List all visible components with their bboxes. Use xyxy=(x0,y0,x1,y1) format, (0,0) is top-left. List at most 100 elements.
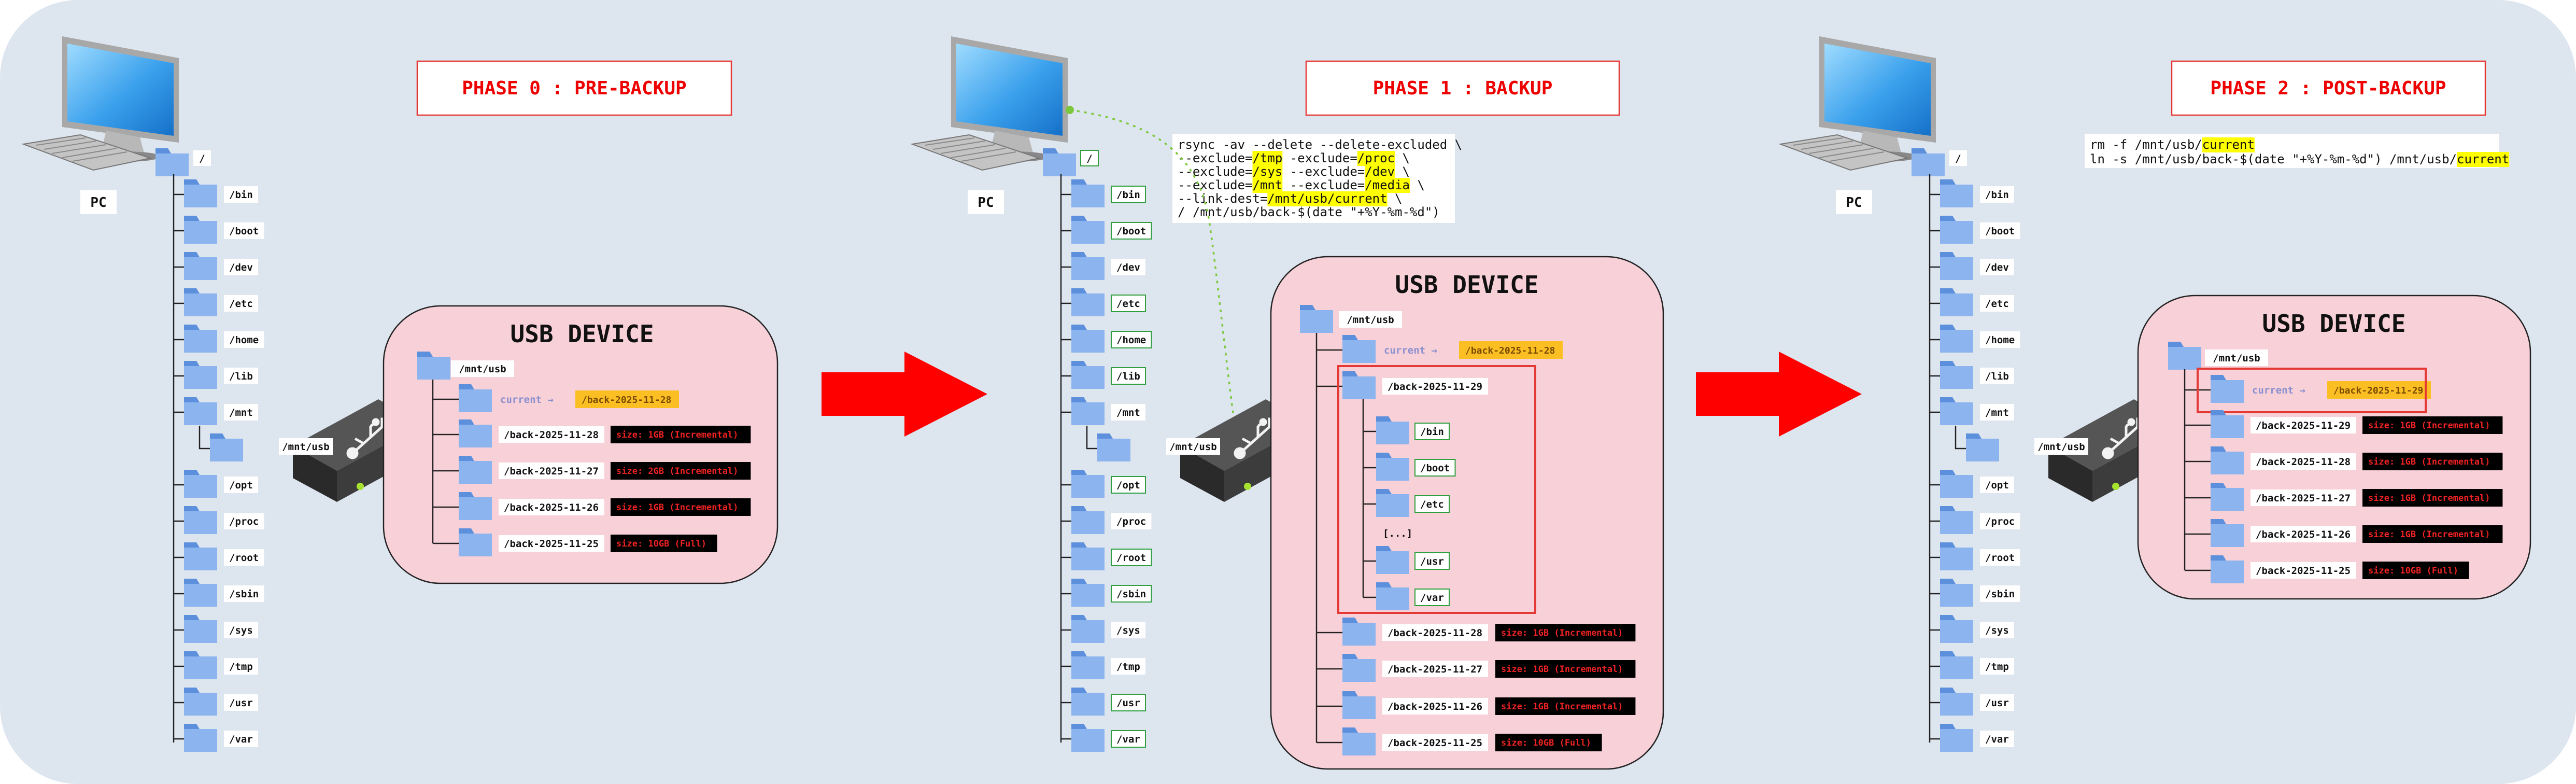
phase-2: PHASE 2 : POST-BACKUP rm -f /mnt/usb/cur… xyxy=(1778,36,2531,752)
pc-dir-item: /usr xyxy=(1111,694,1146,711)
folder-icon xyxy=(1376,453,1409,481)
svg-text:/mnt/usb: /mnt/usb xyxy=(2213,353,2260,364)
pc-dir-label: /sbin xyxy=(1985,589,2015,600)
arrow-right-icon xyxy=(1696,352,1862,437)
folder-icon xyxy=(1071,651,1105,679)
pc-dir-label: /sys xyxy=(1116,625,1140,636)
pc-dir-item: /home xyxy=(224,331,264,348)
folder-icon xyxy=(1966,433,1999,461)
backup-dir-label: /etc xyxy=(1420,499,1444,510)
folder-icon xyxy=(2211,375,2244,403)
root-folder: / xyxy=(155,148,211,176)
backup-size-box xyxy=(1495,697,1636,715)
command-line: --exclude=/tmp -exclude=/proc \ xyxy=(1178,151,1410,165)
folder-icon xyxy=(184,506,217,534)
pc-dir-label: /var xyxy=(229,734,253,745)
pc-dir-label: /mnt xyxy=(1116,407,1140,418)
folder-icon xyxy=(1940,179,1973,207)
pc-label: PC xyxy=(80,190,117,214)
folder-icon xyxy=(184,579,217,607)
folder-icon xyxy=(1071,325,1105,353)
pc-dir-label: /usr xyxy=(229,697,253,709)
pc-dir-item: /home xyxy=(1980,331,2020,348)
pc-dir-item: /sbin xyxy=(224,585,264,602)
backup-size: size: 1GB (Incremental) xyxy=(2368,421,2490,431)
command-line: --exclude=/sys --exclude=/dev \ xyxy=(1178,164,1410,179)
folder-icon xyxy=(1071,216,1105,244)
folder-icon xyxy=(1043,148,1076,176)
usb-backup-list: current → /back-2025-11-28/back-2025-11-2… xyxy=(432,380,751,556)
folder-icon xyxy=(1940,361,1973,389)
backup-name: /back-2025-11-26 xyxy=(504,502,599,513)
folder-icon xyxy=(184,216,217,244)
current-symlink-target: /back-2025-11-29 xyxy=(2333,385,2423,396)
phase-2-title: PHASE 2 : POST-BACKUP xyxy=(2210,78,2446,99)
backup-name: /back-2025-11-28 xyxy=(2256,456,2351,468)
backup-size-box xyxy=(1495,624,1636,641)
pc-dir-label: /bin xyxy=(1116,189,1140,201)
folder-icon xyxy=(2211,519,2244,547)
pc-dir-label: /mnt xyxy=(1985,407,2009,418)
command-line: --exclude=/mnt --exclude=/media \ xyxy=(1178,178,1425,192)
backup-name: /back-2025-11-27 xyxy=(2256,493,2351,504)
pc-dir-item: /boot xyxy=(224,222,264,239)
pc-dir-item: /tmp xyxy=(1111,658,1145,675)
usb-device-panel: USB DEVICE /mnt/usb current → /back-2025-… xyxy=(383,305,779,584)
folder-icon xyxy=(459,492,492,520)
current-symlink-label: current → xyxy=(500,394,554,405)
folder-icon xyxy=(155,148,189,176)
pc-dir-item: /opt xyxy=(1980,477,2014,493)
backup-name: /back-2025-11-25 xyxy=(2256,565,2351,577)
folder-icon xyxy=(1376,546,1409,574)
pc-monitor-icon xyxy=(1819,36,1936,162)
folder-icon xyxy=(459,528,492,556)
pc-dir-item: /root xyxy=(1111,549,1152,566)
pc-dir-item: /sys xyxy=(224,622,258,638)
pc-dir-label: /bin xyxy=(1985,189,2009,201)
backup-name: /back-2025-11-29 xyxy=(1388,381,1482,393)
command-line: rsync -av --delete --delete-excluded \ xyxy=(1178,137,1462,152)
folder-icon xyxy=(1940,506,1973,534)
usb-device-title: USB DEVICE xyxy=(511,320,654,348)
mnt-usb-label: /mnt/usb xyxy=(2034,438,2088,455)
pc-dir-item: /var xyxy=(1980,731,2014,747)
svg-text:/mnt/usb: /mnt/usb xyxy=(1169,441,1217,453)
folder-icon xyxy=(1940,325,1973,353)
usb-device-panel: USB DEVICE /mnt/usb current →/back-2025-… xyxy=(2137,295,2531,600)
svg-text:/mnt/usb: /mnt/usb xyxy=(459,363,506,375)
pc-dir-label: /lib xyxy=(229,371,253,382)
pc-dir-label: /root xyxy=(1116,552,1146,564)
pc-dir-item: /usr xyxy=(1980,694,2014,711)
backup-size: size: 2GB (Incremental) xyxy=(616,466,738,477)
folder-icon xyxy=(1071,724,1105,752)
pc-dir-item: /mnt xyxy=(224,404,258,421)
backup-size-box xyxy=(611,426,751,443)
new-backup-folder: /back-2025-11-29/bin/boot/etc/usr/var[..… xyxy=(1342,371,1488,610)
folder-icon xyxy=(1940,579,1973,607)
pc-dir-item: /sbin xyxy=(1980,585,2020,602)
folder-icon xyxy=(1071,252,1105,280)
usb-device-title: USB DEVICE xyxy=(2262,310,2406,338)
folder-icon xyxy=(184,288,217,316)
command-line: rm -f /mnt/usb/current xyxy=(2090,137,2255,152)
keyboard-icon xyxy=(1778,134,1909,171)
folder-icon xyxy=(1912,148,1945,176)
folder-icon xyxy=(1940,216,1973,244)
backup-size-box xyxy=(611,535,717,552)
pc-dir-label: /root xyxy=(1985,552,2015,564)
pc-dir-label: /tmp xyxy=(1985,661,2009,673)
backup-dir-label: /bin xyxy=(1420,426,1444,438)
current-symlink-target: /back-2025-11-28 xyxy=(582,395,671,405)
pc-dir-label: /dev xyxy=(229,262,253,273)
backup-name: /back-2025-11-25 xyxy=(504,538,599,550)
backup-size-box xyxy=(2362,562,2469,579)
folder-icon xyxy=(1342,727,1376,755)
pc-dir-item: /bin xyxy=(224,186,258,203)
backup-size-box xyxy=(2362,525,2503,543)
keyboard-icon xyxy=(21,134,152,171)
pc-dir-label: /sbin xyxy=(1116,589,1146,600)
new-backup-highlight-box xyxy=(1337,365,1536,614)
pc-dir-item: /home xyxy=(1111,331,1152,348)
